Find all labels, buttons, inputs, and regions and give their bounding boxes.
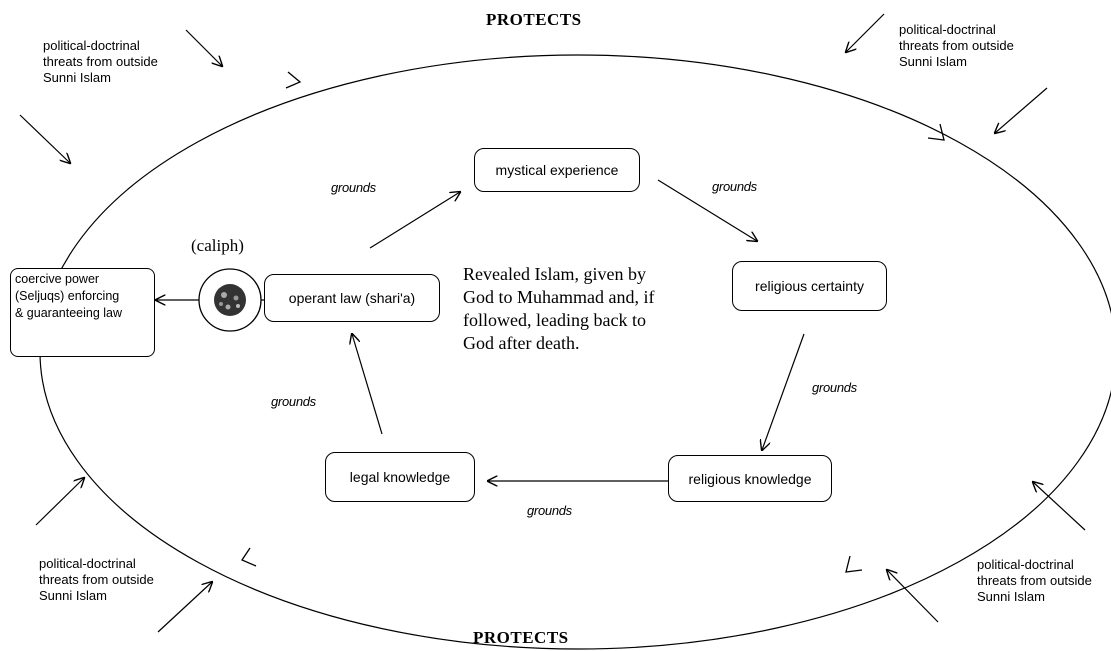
threat-arrow-top-right-2 [995, 87, 1048, 133]
threat-arrow-bottom-right-2 [887, 570, 939, 623]
node-operant-law: operant law (shari'a) [264, 274, 440, 322]
caliph-label: (caliph) [191, 236, 244, 255]
node-mystical-experience: mystical experience [474, 148, 640, 192]
threat-arrow-bottom-left-2 [157, 582, 212, 633]
threat-arrow-top-left-2 [19, 114, 70, 163]
node-legal-knowledge: legal knowledge [325, 452, 475, 502]
grounds-label-4: grounds [527, 503, 572, 518]
node-label: religious certainty [755, 278, 864, 294]
threat-arrow-bottom-right-1 [1033, 482, 1086, 531]
arrow-operant-to-mystical [369, 192, 460, 249]
node-label: legal knowledge [349, 469, 451, 485]
node-religious-knowledge: religious knowledge [668, 455, 832, 502]
grounds-label-3: grounds [812, 380, 857, 395]
protects-label-bottom: PROTECTS [473, 628, 569, 647]
grounds-label-2: grounds [712, 179, 757, 194]
grounds-label-5: grounds [271, 394, 316, 409]
grounds-label-1: grounds [331, 180, 376, 195]
arrow-mystical-to-certainty [657, 179, 757, 241]
protects-label-top: PROTECTS [486, 10, 582, 29]
ellipse-direction-arrows [241, 71, 945, 573]
node-label: mystical experience [495, 162, 619, 178]
threat-arrow-top-right-1 [846, 13, 885, 52]
node-religious-certainty: religious certainty [732, 261, 887, 311]
node-label: religious knowledge [688, 470, 812, 487]
threat-arrow-top-left-1 [185, 29, 222, 66]
seal-icon [198, 268, 262, 332]
arrow-legal-to-operant [352, 334, 383, 435]
node-coercive-power: coercive power(Seljuqs) enforcing& guara… [10, 268, 155, 357]
threat-arrow-bottom-left-1 [35, 478, 84, 526]
node-label: operant law (shari'a) [288, 290, 416, 306]
arrow-certainty-to-religious-knowledge [762, 333, 805, 450]
